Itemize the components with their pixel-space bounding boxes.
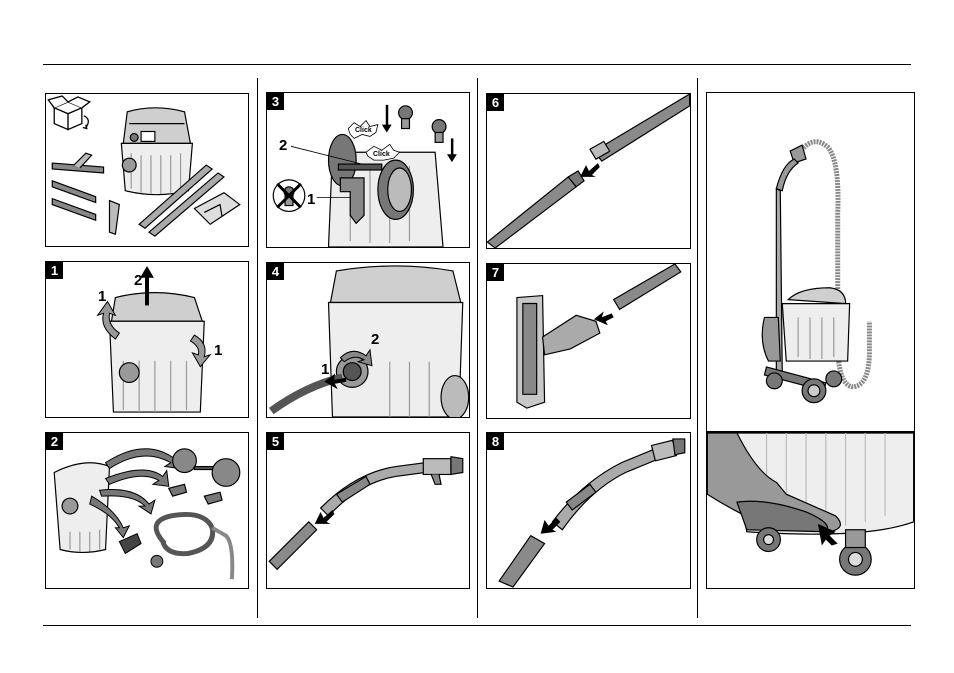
column-separator-2 (477, 78, 478, 618)
panel-step-7: 7 (486, 263, 691, 419)
callout-2: 2 (279, 137, 287, 154)
callout-2: 2 (371, 331, 379, 348)
column-separator-3 (697, 78, 698, 618)
panel-assembled-device (706, 92, 915, 432)
step-number-8: 8 (487, 433, 504, 450)
connect-extension-tubes-illustration (487, 94, 690, 248)
caster-lock-illustration (707, 433, 914, 588)
top-rule (43, 64, 911, 65)
panel-step-6: 6 (486, 93, 691, 249)
remove-head-illustration (46, 262, 248, 417)
step-number-6: 6 (487, 94, 504, 111)
click-text-2: Click (373, 151, 390, 158)
crevice-nozzle-image (119, 534, 162, 568)
attach-floor-nozzle-illustration (487, 264, 690, 418)
mount-wheels-illustration (267, 93, 469, 247)
panel-scope-of-delivery (45, 93, 249, 247)
step-number-1: 1 (46, 262, 63, 279)
callout-1: 1 (321, 361, 329, 378)
column-separator-1 (257, 78, 258, 618)
hose-image (156, 514, 232, 579)
unpack-accessories-illustration (46, 433, 248, 588)
scope-of-delivery-illustration (46, 94, 248, 246)
panel-caster-lock (706, 432, 915, 589)
callout-1: 1 (307, 191, 315, 208)
crossed-caster-icon (273, 180, 305, 212)
step-number-7: 7 (487, 264, 504, 281)
step-number-3: 3 (267, 93, 284, 110)
open-box-icon (48, 96, 89, 130)
assembled-vacuum-illustration (707, 93, 914, 431)
panel-step-8: 8 (486, 432, 691, 589)
panel-step-4: 4 2 1 (266, 262, 470, 418)
connect-hose-illustration (267, 263, 469, 417)
bottom-rule (43, 625, 911, 626)
callout-1-right: 1 (214, 342, 222, 359)
attach-suction-tube-illustration (267, 433, 469, 588)
panel-step-3: 3 2 1 Click Click (266, 92, 470, 248)
panel-step-2: 2 (45, 432, 249, 589)
panel-step-1: 1 2 1 1 (45, 261, 249, 418)
attach-crevice-nozzle-illustration (487, 433, 690, 588)
panel-step-5: 5 (266, 432, 470, 589)
click-text-1: Click (355, 127, 372, 134)
callout-1-left: 1 (98, 288, 106, 305)
step-number-2: 2 (46, 433, 63, 450)
wheels-axle-image (169, 449, 240, 504)
callout-2: 2 (134, 272, 142, 289)
caster-image (399, 106, 446, 143)
vacuum-cleaner-image (121, 108, 192, 195)
insert-arrow-icon (580, 163, 600, 177)
step-number-5: 5 (267, 433, 284, 450)
step-number-4: 4 (267, 263, 284, 280)
